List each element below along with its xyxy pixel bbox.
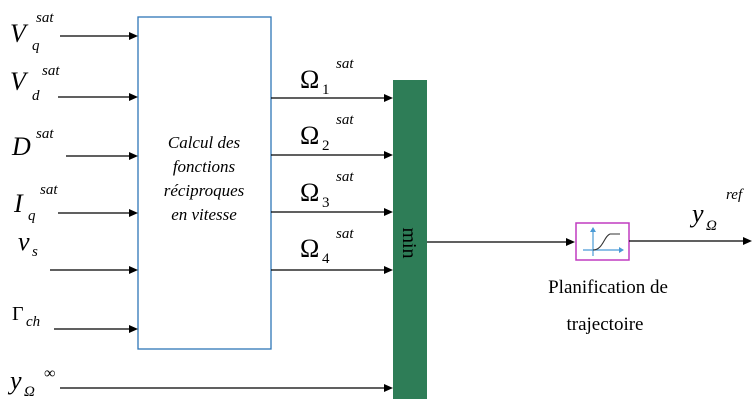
input-arrowhead-gamma xyxy=(129,325,138,333)
planner-block[interactable] xyxy=(575,222,630,261)
omega-label-3: Ω sat 3 xyxy=(300,169,354,211)
input-arrows xyxy=(50,32,393,392)
min-block-label: min xyxy=(398,227,420,258)
input-arrowhead-iq xyxy=(129,209,138,217)
calc-block-line-1: Calcul des xyxy=(168,133,241,152)
step-response-icon-curve xyxy=(592,233,620,251)
output-sup: ref xyxy=(726,187,744,203)
omega-arrowhead-3 xyxy=(384,208,393,216)
omega-4-base: Ω xyxy=(300,234,319,263)
input-vq-sub: q xyxy=(32,38,40,54)
input-vs-base: v xyxy=(18,227,30,256)
omega-2-sup: sat xyxy=(336,112,354,128)
input-arrowhead-vd xyxy=(129,93,138,101)
omega-4-sup: sat xyxy=(336,226,354,242)
calc-block-line-4: en vitesse xyxy=(171,205,237,224)
omega-1-base: Ω xyxy=(300,65,319,94)
omega-2-sub: 2 xyxy=(322,138,330,154)
omega-3-sub: 3 xyxy=(322,195,330,211)
calc-block xyxy=(137,16,272,350)
output-label: y Ω ref xyxy=(689,187,744,234)
input-arrowhead-vs xyxy=(129,266,138,274)
omega-3-base: Ω xyxy=(300,178,319,207)
omega-arrowhead-1 xyxy=(384,94,393,102)
input-d-sup: sat xyxy=(36,126,54,142)
omega-label-1: Ω sat 1 xyxy=(300,56,354,98)
input-label-d: D sat xyxy=(11,126,54,161)
output-base: y xyxy=(689,199,704,228)
input-arrowhead-vq xyxy=(129,32,138,40)
omega-1-sup: sat xyxy=(336,56,354,72)
omega-label-4: Ω sat 4 xyxy=(300,226,354,267)
input-yinf-base: y xyxy=(7,366,22,395)
omega-4-sub: 4 xyxy=(322,251,330,267)
output-sub: Ω xyxy=(706,218,717,234)
input-yinf-sub: Ω xyxy=(24,384,35,400)
step-response-icon xyxy=(583,227,624,256)
planner-caption-line-1: Planification de xyxy=(548,277,668,298)
input-vd-base: V xyxy=(10,67,29,96)
input-yinf-sup: ∞ xyxy=(44,365,55,382)
input-gamma-base: Γ xyxy=(12,303,24,325)
input-iq-base: I xyxy=(13,189,24,218)
omega-arrowhead-2 xyxy=(384,151,393,159)
input-arrowhead-y-inf xyxy=(384,384,393,392)
output-arrowhead xyxy=(743,237,752,245)
omega-3-sup: sat xyxy=(336,169,354,185)
step-response-icon-y-arrow xyxy=(590,227,596,232)
min-block xyxy=(393,80,427,399)
input-vq-sup: sat xyxy=(36,10,54,26)
input-arrowhead-d xyxy=(129,152,138,160)
omega-arrowhead-4 xyxy=(384,266,393,274)
input-label-iq: I sat q xyxy=(13,182,58,224)
input-vs-sub: s xyxy=(32,244,38,260)
input-d-base: D xyxy=(11,132,31,161)
input-iq-sup: sat xyxy=(40,182,58,198)
input-label-vs: v s xyxy=(18,227,38,260)
omega-1-sub: 1 xyxy=(322,82,330,98)
input-vq-base: V xyxy=(10,19,29,48)
input-label-y-inf: y Ω ∞ xyxy=(7,365,55,400)
input-gamma-sub: ch xyxy=(26,314,40,330)
input-label-gamma-ch: Γ ch xyxy=(12,303,40,330)
input-label-vq: V sat q xyxy=(10,10,54,54)
calc-block-line-2: fonctions xyxy=(173,157,236,176)
calc-block-line-3: réciproques xyxy=(164,181,245,200)
input-vd-sup: sat xyxy=(42,63,60,79)
step-response-icon-x-arrow xyxy=(619,247,624,253)
omega-label-2: Ω sat 2 xyxy=(300,112,354,154)
planner-caption-line-2: trajectoire xyxy=(566,314,643,335)
omega-arrows xyxy=(271,94,393,274)
min-to-planner-arrowhead xyxy=(566,238,575,246)
input-label-vd: V sat d xyxy=(10,63,60,104)
input-iq-sub: q xyxy=(28,208,36,224)
input-vd-sub: d xyxy=(32,88,40,104)
omega-2-base: Ω xyxy=(300,121,319,150)
